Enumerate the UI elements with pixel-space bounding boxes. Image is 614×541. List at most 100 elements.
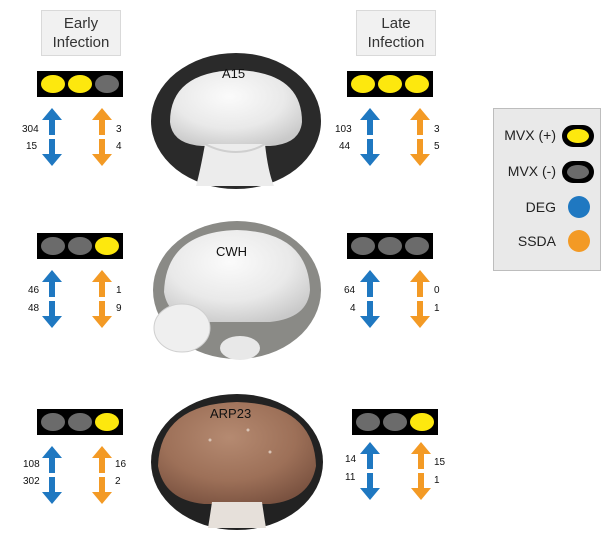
late-a15-ssda-arrows bbox=[410, 108, 430, 166]
early-header-line2: Infection bbox=[52, 34, 110, 51]
legend-row-ssda: SSDA bbox=[494, 227, 600, 257]
late-a15-ssda-up-count: 3 bbox=[434, 124, 440, 135]
deg-down-arrow bbox=[360, 139, 380, 166]
early-arp23-strain-indicator bbox=[37, 409, 123, 435]
legend-box: MVX (+) MVX (-) DEG SSDA bbox=[493, 108, 601, 271]
legend-mvx-pos-label: MVX (+) bbox=[504, 127, 556, 143]
ssda-up-arrow bbox=[411, 442, 431, 469]
early-infection-header: Early Infection bbox=[41, 10, 121, 56]
early-a15-ssda-down-count: 4 bbox=[116, 141, 122, 152]
late-a15-strain-indicator bbox=[347, 71, 433, 97]
late-arp23-ssda-down-count: 1 bbox=[434, 475, 440, 486]
late-cwh-dot-3 bbox=[404, 237, 429, 255]
early-a15-dot-2 bbox=[67, 75, 92, 93]
deg-down-arrow bbox=[42, 139, 62, 166]
ssda-up-arrow bbox=[92, 108, 112, 135]
early-cwh-deg-arrows bbox=[42, 270, 62, 328]
legend-ssda-swatch bbox=[568, 230, 590, 252]
late-cwh-deg-arrows bbox=[360, 270, 380, 328]
late-header-line1: Late bbox=[381, 15, 411, 32]
late-a15-deg-up-count: 103 bbox=[335, 124, 352, 135]
early-arp23-dot-3 bbox=[94, 413, 119, 431]
deg-down-arrow bbox=[360, 473, 380, 500]
late-cwh-dot-1 bbox=[351, 237, 376, 255]
early-a15-deg-arrows bbox=[42, 108, 62, 166]
late-arp23-dot-2 bbox=[382, 413, 407, 431]
early-header-line1: Early bbox=[63, 15, 99, 32]
late-a15-dot-2 bbox=[377, 75, 402, 93]
a15-mushroom-image bbox=[151, 53, 321, 189]
deg-down-arrow bbox=[360, 301, 380, 328]
early-cwh-dot-1 bbox=[41, 237, 66, 255]
ssda-up-arrow bbox=[92, 270, 112, 297]
deg-up-arrow bbox=[42, 446, 62, 473]
early-arp23-dot-1 bbox=[41, 413, 66, 431]
ssda-up-arrow bbox=[92, 446, 112, 473]
deg-down-arrow bbox=[42, 477, 62, 504]
ssda-down-arrow bbox=[410, 139, 430, 166]
ssda-down-arrow bbox=[92, 139, 112, 166]
early-cwh-dot-2 bbox=[67, 237, 92, 255]
late-a15-deg-arrows bbox=[360, 108, 380, 166]
late-cwh-ssda-up-count: 0 bbox=[434, 285, 440, 296]
late-header-line2: Infection bbox=[367, 34, 425, 51]
early-a15-ssda-up-count: 3 bbox=[116, 124, 122, 135]
late-cwh-ssda-arrows bbox=[410, 270, 430, 328]
late-arp23-deg-arrows bbox=[360, 442, 380, 500]
deg-up-arrow bbox=[360, 270, 380, 297]
late-arp23-deg-down-count: 11 bbox=[345, 472, 356, 483]
early-cwh-ssda-arrows bbox=[92, 270, 112, 328]
early-cwh-deg-down-count: 48 bbox=[28, 303, 40, 314]
arp23-mushroom-label: ARP23 bbox=[210, 406, 252, 421]
late-cwh-ssda-down-count: 1 bbox=[434, 303, 440, 314]
ssda-up-arrow bbox=[410, 270, 430, 297]
ssda-down-arrow bbox=[411, 473, 431, 500]
late-arp23-ssda-arrows bbox=[411, 442, 431, 500]
early-arp23-deg-down-count: 302 bbox=[23, 476, 40, 487]
late-infection-header: Late Infection bbox=[356, 10, 436, 56]
late-arp23-dot-3 bbox=[409, 413, 434, 431]
late-cwh-deg-up-count: 64 bbox=[344, 285, 356, 296]
ssda-down-arrow bbox=[410, 301, 430, 328]
legend-mvx-neg-swatch bbox=[562, 161, 594, 183]
cwh-mushroom-label: CWH bbox=[216, 244, 248, 259]
ssda-down-arrow bbox=[92, 301, 112, 328]
early-a15-deg-down-count: 15 bbox=[26, 141, 38, 152]
legend-ssda-label: SSDA bbox=[517, 233, 556, 249]
early-cwh-strain-indicator bbox=[37, 233, 123, 259]
early-a15-dot-1 bbox=[41, 75, 66, 93]
legend-mvx-pos-swatch bbox=[562, 125, 594, 147]
early-cwh-ssda-down-count: 9 bbox=[116, 303, 122, 314]
legend-row-deg: DEG bbox=[494, 193, 600, 223]
late-cwh-deg-down-count: 4 bbox=[350, 303, 356, 314]
early-a15-ssda-arrows bbox=[92, 108, 112, 166]
legend-mvx-neg-label: MVX (-) bbox=[507, 163, 556, 179]
legend-row-mvx-pos: MVX (+) bbox=[494, 121, 600, 151]
legend-deg-label: DEG bbox=[525, 199, 556, 215]
late-a15-dot-3 bbox=[404, 75, 429, 93]
early-arp23-ssda-arrows bbox=[92, 446, 112, 504]
early-a15-deg-up-count: 304 bbox=[22, 124, 39, 135]
early-arp23-deg-arrows bbox=[42, 446, 62, 504]
early-arp23-ssda-up-count: 16 bbox=[115, 459, 127, 470]
legend-row-mvx-neg: MVX (-) bbox=[494, 157, 600, 187]
early-cwh-ssda-up-count: 1 bbox=[116, 285, 122, 296]
mvx-pos-dot bbox=[567, 129, 589, 143]
late-a15-ssda-down-count: 5 bbox=[434, 141, 440, 152]
early-a15-dot-3 bbox=[94, 75, 119, 93]
late-a15-dot-1 bbox=[351, 75, 376, 93]
early-arp23-ssda-down-count: 2 bbox=[115, 476, 121, 487]
deg-down-arrow bbox=[42, 301, 62, 328]
early-arp23-deg-up-count: 108 bbox=[23, 459, 40, 470]
deg-up-arrow bbox=[360, 108, 380, 135]
late-arp23-ssda-up-count: 15 bbox=[434, 457, 446, 468]
late-cwh-strain-indicator bbox=[347, 233, 433, 259]
mvx-neg-dot bbox=[567, 165, 589, 179]
early-cwh-dot-3 bbox=[94, 237, 119, 255]
arp23-mushroom-image bbox=[151, 394, 323, 530]
ssda-up-arrow bbox=[410, 108, 430, 135]
late-arp23-deg-up-count: 14 bbox=[345, 454, 357, 465]
cwh-mushroom-image bbox=[153, 221, 321, 360]
late-cwh-dot-2 bbox=[377, 237, 402, 255]
a15-mushroom-label: A15 bbox=[222, 66, 246, 81]
